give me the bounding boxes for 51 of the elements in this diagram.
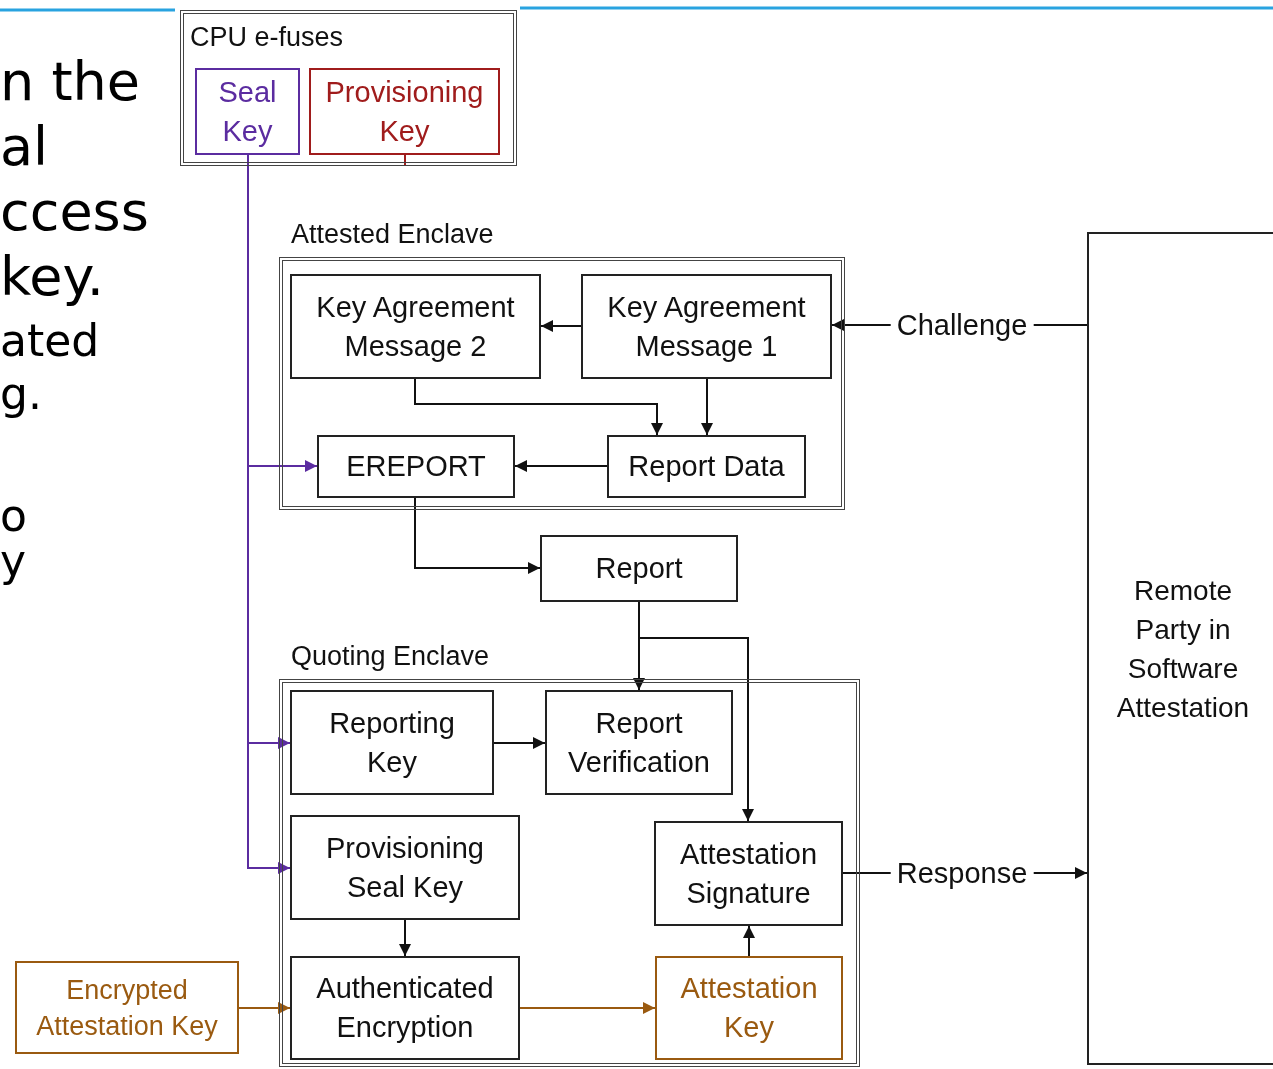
arrow: [701, 378, 713, 436]
slide-text: al: [0, 115, 49, 178]
process-box: [607, 435, 806, 498]
box-label: Provisioning Key: [324, 74, 485, 149]
box-label: Attestation Signature: [679, 836, 818, 911]
process-box: [655, 956, 843, 1060]
box-label: Key Agreement Message 2: [315, 289, 516, 364]
box-label: Authenticated Encryption: [315, 971, 495, 1045]
arrow: [238, 1002, 291, 1014]
process-box: [290, 690, 494, 795]
process-box: [545, 690, 733, 795]
party-box: [1087, 232, 1273, 1065]
arrow: [493, 737, 546, 749]
box-label: EREPORT: [346, 449, 486, 484]
process-box: [15, 961, 239, 1054]
slide-text: key.: [0, 245, 104, 308]
box-label: Key Agreement Message 1: [606, 289, 807, 364]
fuse-group-box: [180, 10, 517, 166]
arrow: [519, 1002, 656, 1014]
group-heading: CPU e-fuses: [190, 22, 344, 53]
arrow: [638, 601, 754, 822]
arrow: [414, 497, 541, 574]
box-label: Report Data: [628, 449, 785, 484]
box-label: Encrypted Attestation Key: [35, 973, 219, 1043]
arrow: [399, 919, 411, 957]
box-label: Provisioning Seal Key: [325, 830, 485, 905]
process-box: [290, 956, 520, 1060]
process-box: [195, 68, 300, 155]
arrow: [540, 320, 582, 332]
box-label: Report Verification: [567, 705, 711, 780]
group-heading: Attested Enclave: [291, 219, 494, 250]
box-label: Reporting Key: [328, 705, 456, 780]
process-box: [290, 274, 541, 379]
box-label: Attestation Key: [679, 971, 819, 1045]
process-box: [317, 435, 515, 498]
slide-text: n the: [0, 50, 140, 113]
box-label: Remote Party in Software Attestation: [1115, 573, 1251, 725]
arrow: [414, 378, 663, 436]
arrow: [743, 925, 755, 957]
arrow: [514, 460, 608, 472]
box-label: Seal Key: [217, 74, 278, 149]
process-box: [654, 821, 843, 926]
slide-text: ccess: [0, 180, 149, 243]
process-box: [581, 274, 832, 379]
box-label: Report: [595, 551, 683, 586]
process-box: [309, 68, 500, 155]
slide-text: g.: [0, 368, 42, 419]
process-box: [540, 535, 738, 602]
group-heading: Quoting Enclave: [291, 641, 490, 672]
process-box: [290, 815, 520, 920]
slide-text: ated: [0, 315, 100, 366]
